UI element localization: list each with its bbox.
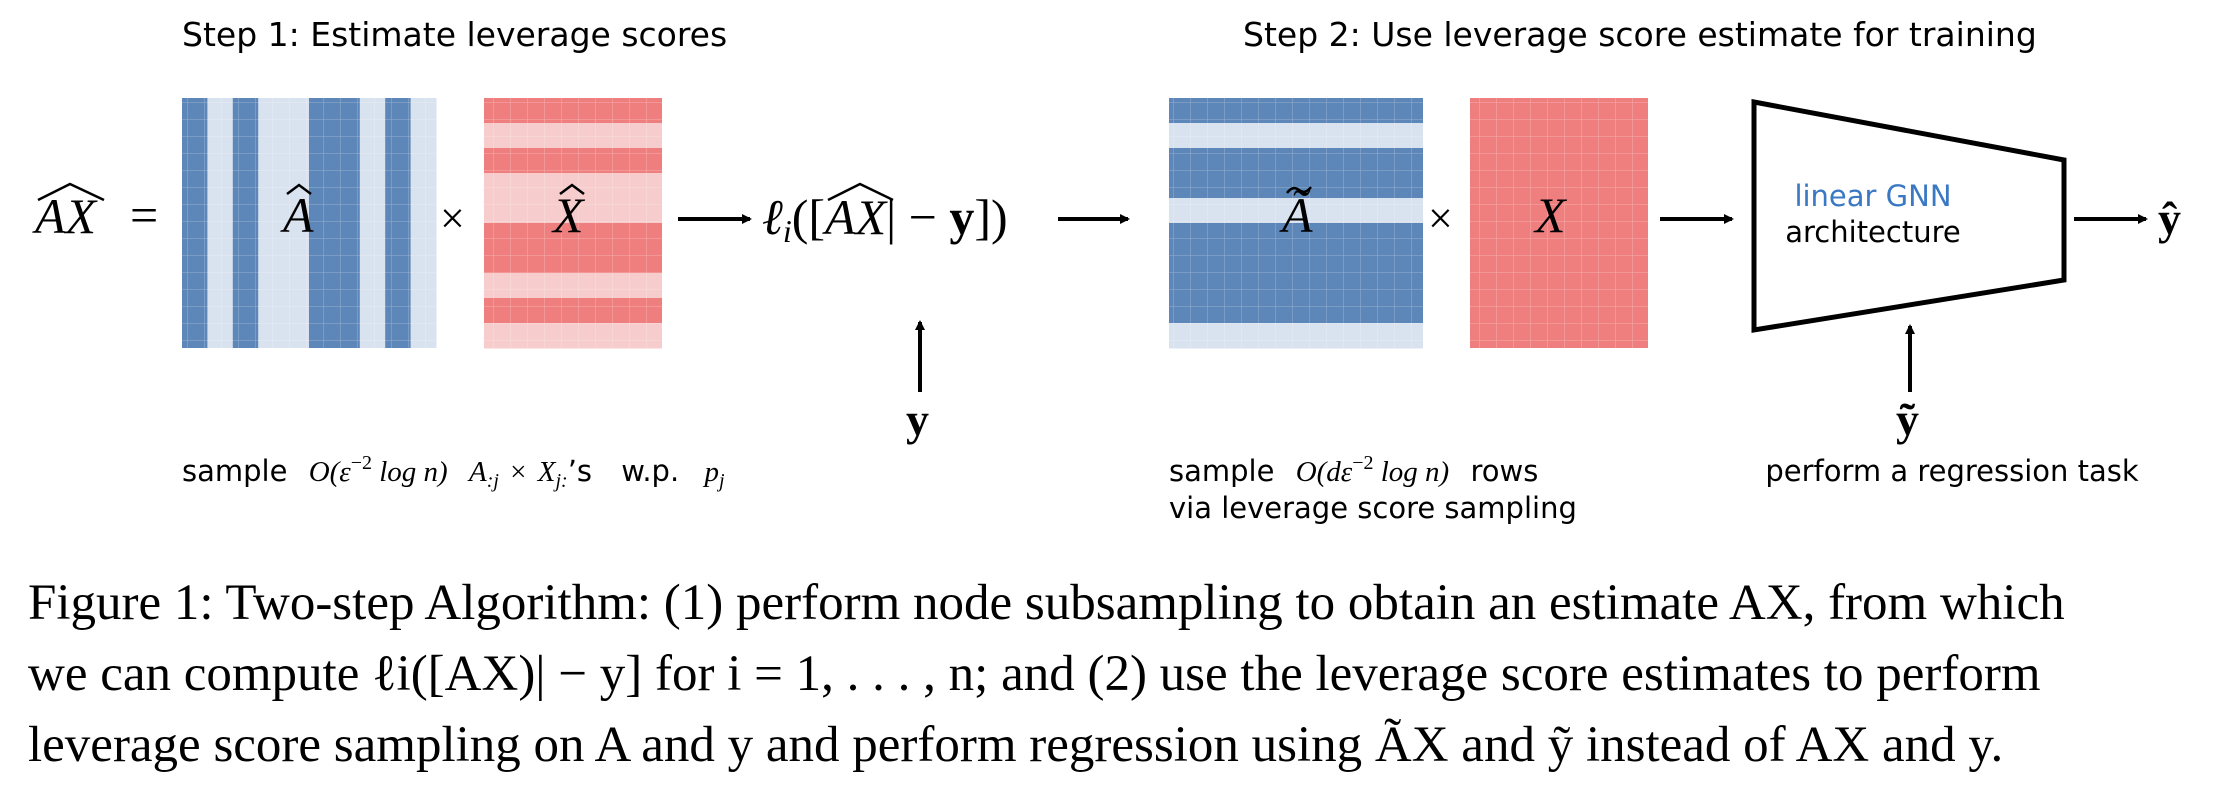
note-x-row: X [537,456,557,488]
x-grid [1470,98,1648,348]
note-p-sub: j [716,470,725,492]
note2-rows: rows [1470,454,1538,488]
note-big-o: O(ε [309,456,352,488]
step2-title: Step 2: Use leverage score estimate for … [1243,15,2037,54]
x-hat-label: X [551,187,586,243]
x-label: X [1533,187,1568,243]
x-hat-hat [559,183,585,195]
loss-close: | − [886,189,949,245]
model-label-line2: architecture [1785,215,1960,249]
loss-ell: ℓ [762,189,783,245]
note2-exp: −2 [1352,452,1373,474]
note-sample: sample [182,454,287,488]
gnn-model: linear GNN architecture [1751,98,2067,333]
note2-sample: sample [1169,454,1274,488]
matrix-x: X [1470,98,1648,348]
step1-note: sample O(ε−2 log n) A:j × Xj:’s w.p. pj [182,452,725,494]
output-y-hat: ŷ [2158,193,2181,244]
caption-line-3: leverage score sampling on A and y and p… [28,717,2004,773]
times-symbol-1: × [440,194,465,243]
step2-note-line2: via leverage score sampling [1169,491,1577,525]
caption-line-2: we can compute ℓi([AX)| − y] for i = 1, … [28,646,2041,702]
note-a-sub: :j [487,470,500,492]
note2-big-o: O(dε [1296,456,1353,488]
matrix-x-hat: X [484,98,662,349]
x-hat-grid [484,98,662,348]
loss-y: y [949,189,974,245]
loss-wide-hat [827,182,894,202]
step1-title: Step 1: Estimate leverage scores [182,15,727,54]
regression-note: perform a regression task [1765,454,2139,488]
lhs-equals: = [130,187,158,243]
note-a-col: A [467,456,487,488]
a-tilde-label: Ã [1279,187,1313,243]
matrix-a-hat: A [182,98,437,348]
a-hat-grid [182,98,436,348]
a-tilde-grid [1169,98,1423,348]
loss-expression: ℓi([AX| − y]) [762,182,1008,249]
model-trapezoid [1751,98,2067,333]
note-suffix: ’s [568,454,592,488]
model-label-line1: linear GNN [1794,179,1951,213]
caption-line-1: Figure 1: Two-step Algorithm: (1) perfor… [28,575,2065,631]
note-exp: −2 [351,452,372,474]
a-tilde-tilde [1286,186,1312,194]
loss-open: ([ [792,189,825,245]
loss-sub: i [783,213,792,249]
figure-caption: Figure 1: Two-step Algorithm: (1) perfor… [28,568,2198,781]
y-label: y [906,394,929,445]
note-times: × [510,456,526,488]
lhs-expression: AX = [32,182,158,244]
lhs-wide-hat [37,182,105,202]
note-log: log n) [372,456,448,488]
note-wp: w.p. [621,454,679,488]
matrix-a-tilde: Ã [1169,98,1423,349]
lhs-variable: AX [32,188,99,244]
loss-end: ]) [974,189,1007,245]
note2-log: log n) [1374,456,1450,488]
a-hat-label: A [280,187,314,243]
note-x-sub: j: [552,470,567,492]
times-symbol-2: × [1428,194,1453,243]
note-p: p [702,456,719,488]
a-hat-hat [286,183,312,195]
step2-note-line1: sample O(dε−2 log n) rows [1169,452,1538,488]
loss-text: ℓi([AX| − y]) [762,189,1008,249]
input-y-tilde: ỹ [1896,394,1919,445]
